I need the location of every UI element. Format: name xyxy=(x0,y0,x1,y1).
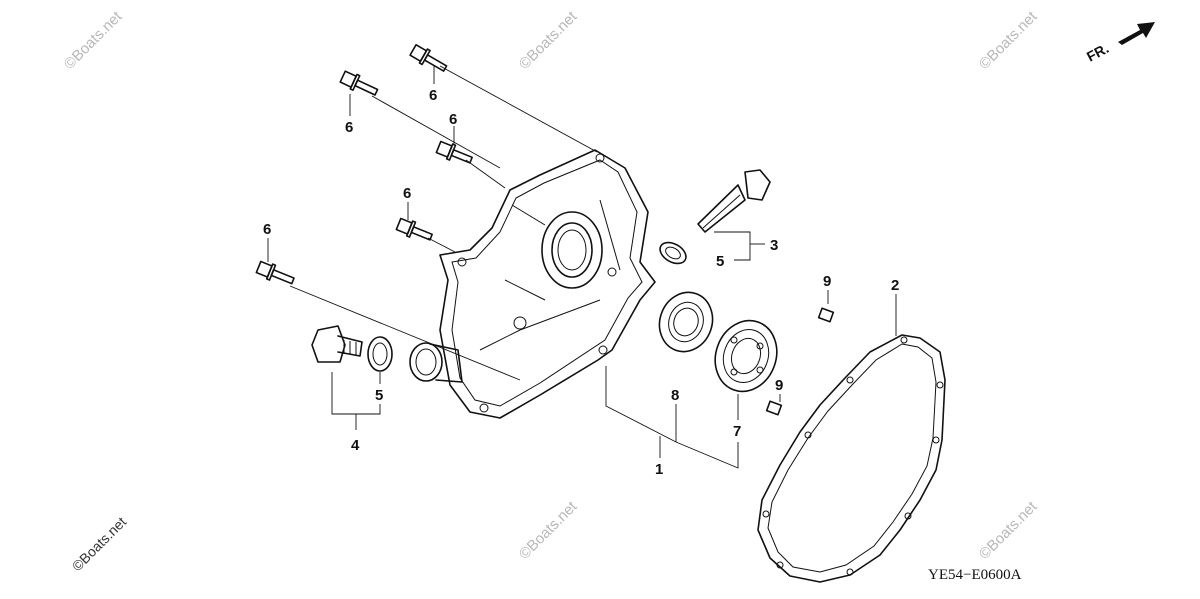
watermark-4: ©Boats.net xyxy=(516,498,581,563)
bolt-icon xyxy=(255,260,295,285)
callout-6: 6 xyxy=(263,221,271,238)
callout-5: 5 xyxy=(375,387,383,404)
callout-2: 2 xyxy=(891,277,899,294)
callout-9: 9 xyxy=(823,273,831,290)
callout-6: 6 xyxy=(403,185,411,202)
callout-8: 8 xyxy=(671,387,679,404)
front-direction-indicator: FR. xyxy=(1084,22,1155,65)
washer xyxy=(367,336,393,372)
seal-ring xyxy=(659,241,687,265)
callout-3: 3 xyxy=(770,237,778,254)
watermark-3: ©Boats.net xyxy=(976,8,1041,73)
bearing xyxy=(714,319,778,393)
bolt-icon xyxy=(395,217,433,241)
callout-7: 7 xyxy=(733,423,741,440)
dowel-pin xyxy=(765,307,835,416)
oil-seal xyxy=(658,291,714,353)
callout-lines xyxy=(267,66,897,469)
callout-6: 6 xyxy=(345,119,353,136)
callout-1: 1 xyxy=(655,461,663,478)
bolt-icon xyxy=(339,70,379,96)
callout-5: 5 xyxy=(716,253,724,270)
bolt-icon xyxy=(409,44,448,72)
watermark-5: ©Boats.net xyxy=(976,498,1041,563)
callout-4: 4 xyxy=(351,437,360,454)
bolt-icon xyxy=(435,140,473,164)
front-label: FR. xyxy=(1084,40,1111,65)
diagram-code: YE54−E0600A xyxy=(928,567,1022,583)
watermark-6: ©Boats.net xyxy=(69,514,130,575)
callout-6: 6 xyxy=(449,111,457,128)
callout-9: 9 xyxy=(775,377,783,394)
arrow-right-icon xyxy=(1118,22,1155,45)
callout-6: 6 xyxy=(429,87,437,104)
leader-lines xyxy=(289,65,598,381)
crankcase-cover xyxy=(409,149,656,419)
callouts: 6 6 6 6 6 3 5 9 2 5 8 9 7 4 1 xyxy=(263,87,899,478)
drain-plug xyxy=(311,325,363,363)
bolt-group xyxy=(255,44,473,285)
gasket xyxy=(757,334,946,583)
dipstick xyxy=(697,169,771,233)
watermark-1: ©Boats.net xyxy=(61,8,126,73)
watermark-2: ©Boats.net xyxy=(516,8,581,73)
